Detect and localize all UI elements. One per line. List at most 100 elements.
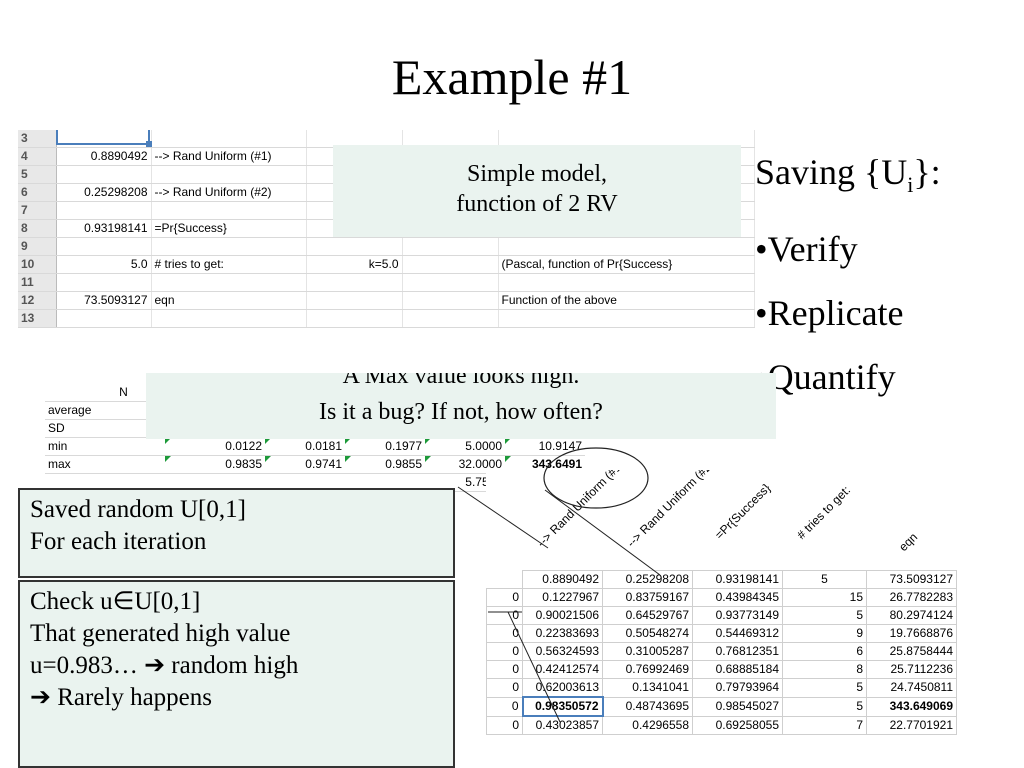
row-header[interactable]: 8 [18, 219, 57, 238]
cell-value[interactable]: 0.8890492 [56, 147, 152, 166]
cell-param[interactable] [402, 309, 499, 328]
cell-param[interactable] [306, 273, 403, 292]
iteration-cell[interactable]: 0.79793964 [692, 678, 783, 698]
cell-value[interactable] [56, 273, 152, 292]
iteration-cell[interactable]: 0.8890492 [522, 570, 603, 589]
cell-value[interactable] [56, 165, 152, 184]
iteration-cell[interactable]: 0.54469312 [692, 624, 783, 643]
row-header[interactable]: 11 [18, 273, 57, 292]
iteration-cell[interactable]: 343.649069 [866, 696, 957, 717]
iteration-cell[interactable]: 0.93773149 [692, 606, 783, 625]
iteration-cell[interactable]: 22.7701921 [866, 715, 957, 735]
stats-value[interactable]: 5.0000 [425, 437, 505, 456]
cell-label[interactable] [151, 237, 307, 256]
iteration-cell[interactable]: 0.68885184 [692, 660, 783, 679]
stats-label: average [45, 401, 165, 420]
iteration-cell[interactable]: 0.76992469 [602, 660, 693, 679]
cell-note[interactable] [498, 273, 755, 292]
cell-value[interactable]: 5.0 [56, 255, 152, 274]
cell-param[interactable] [402, 273, 499, 292]
cell-label[interactable] [151, 130, 307, 148]
iteration-cell[interactable]: 0.43023857 [522, 715, 603, 735]
row-header[interactable]: 6 [18, 183, 57, 202]
cell-label[interactable]: --> Rand Uniform (#1) [151, 147, 307, 166]
iteration-cell[interactable]: 24.7450811 [866, 678, 957, 698]
cell-label[interactable] [151, 309, 307, 328]
cell-note[interactable]: (Pascal, function of Pr{Success} [498, 255, 755, 274]
cell-param[interactable]: k=5.0 [306, 255, 403, 274]
iteration-cell[interactable]: 0.31005287 [602, 642, 693, 661]
cell-value[interactable] [56, 201, 152, 220]
cell-value[interactable] [56, 237, 152, 256]
row-header[interactable]: 12 [18, 291, 57, 310]
cell-note[interactable] [498, 309, 755, 328]
stats-value[interactable]: 0.9741 [265, 455, 345, 474]
cell-value[interactable] [56, 309, 152, 328]
check-line2: That generated high value [30, 620, 291, 647]
cell-param[interactable] [306, 309, 403, 328]
iteration-cell[interactable]: 25.7112236 [866, 660, 957, 679]
model-callout: Simple model, function of 2 RV [333, 145, 741, 237]
fill-handle[interactable] [146, 141, 152, 147]
cell-note[interactable] [498, 237, 755, 256]
row-header[interactable]: 9 [18, 237, 57, 256]
highlight-circle [543, 447, 649, 509]
cell-param[interactable] [402, 255, 499, 274]
cell-label[interactable] [151, 273, 307, 292]
stats-value[interactable]: 0.9835 [165, 455, 265, 474]
stats-value[interactable]: 0.0122 [165, 437, 265, 456]
stats-value[interactable]: 0.9855 [345, 455, 425, 474]
row-header[interactable]: 4 [18, 147, 57, 166]
iteration-cell[interactable]: 73.5093127 [866, 570, 957, 589]
cell-value[interactable]: 0.93198141 [56, 219, 152, 238]
iteration-cell[interactable]: 19.7668876 [866, 624, 957, 643]
stats-value[interactable]: 32.0000 [425, 455, 505, 474]
iteration-cell[interactable]: 0.56324593 [522, 642, 603, 661]
iteration-cell[interactable]: 0.48743695 [602, 696, 693, 717]
iteration-cell[interactable]: 0.50548274 [602, 624, 693, 643]
row-header[interactable]: 3 [18, 130, 57, 148]
iteration-cell[interactable]: 8 [782, 660, 867, 679]
cell-label[interactable]: =Pr{Success} [151, 219, 307, 238]
iteration-cell[interactable]: 0.64529767 [602, 606, 693, 625]
stats-value[interactable]: 0.1977 [345, 437, 425, 456]
row-header[interactable]: 10 [18, 255, 57, 274]
stats-value[interactable]: 0.0181 [265, 437, 345, 456]
max-callout-line1: A Max value looks high. [342, 373, 580, 389]
iteration-cell[interactable]: 0.4296558 [602, 715, 693, 735]
check-line1: Check u∈U[0,1] [30, 588, 201, 615]
cell-param[interactable] [402, 237, 499, 256]
cell-value[interactable]: 0.25298208 [56, 183, 152, 202]
cell-label[interactable]: eqn [151, 291, 307, 310]
stats-label: max [45, 455, 165, 474]
cell-note[interactable]: Function of the above [498, 291, 755, 310]
iteration-cell[interactable]: 0.42412574 [522, 660, 603, 679]
row-header[interactable]: 5 [18, 165, 57, 184]
iteration-cell[interactable]: 0.1341041 [602, 678, 693, 698]
cell-label[interactable] [151, 165, 307, 184]
cell-label[interactable] [151, 201, 307, 220]
cell-value[interactable]: 73.5093127 [56, 291, 152, 310]
cell-param[interactable] [306, 237, 403, 256]
iteration-cell[interactable]: 0 [486, 660, 523, 679]
cell-param[interactable] [402, 291, 499, 310]
stats-value[interactable]: 10.9147 [505, 437, 585, 456]
stats-label: min [45, 437, 165, 456]
pointer-line-4 [507, 611, 561, 723]
iteration-cell[interactable]: 0.90021506 [522, 606, 603, 625]
cell-label[interactable]: --> Rand Uniform (#2) [151, 183, 307, 202]
cell-param[interactable] [306, 291, 403, 310]
iteration-cell[interactable]: 0.98545027 [692, 696, 783, 717]
row-header[interactable]: 7 [18, 201, 57, 220]
cell-label[interactable]: # tries to get: [151, 255, 307, 274]
bullet-replicate: •Replicate [755, 293, 904, 334]
row-header[interactable]: 13 [18, 309, 57, 328]
iteration-cell[interactable]: 26.7782283 [866, 588, 957, 607]
iteration-cell[interactable]: 0.69258055 [692, 715, 783, 735]
sheet-row: 9 [18, 237, 755, 256]
